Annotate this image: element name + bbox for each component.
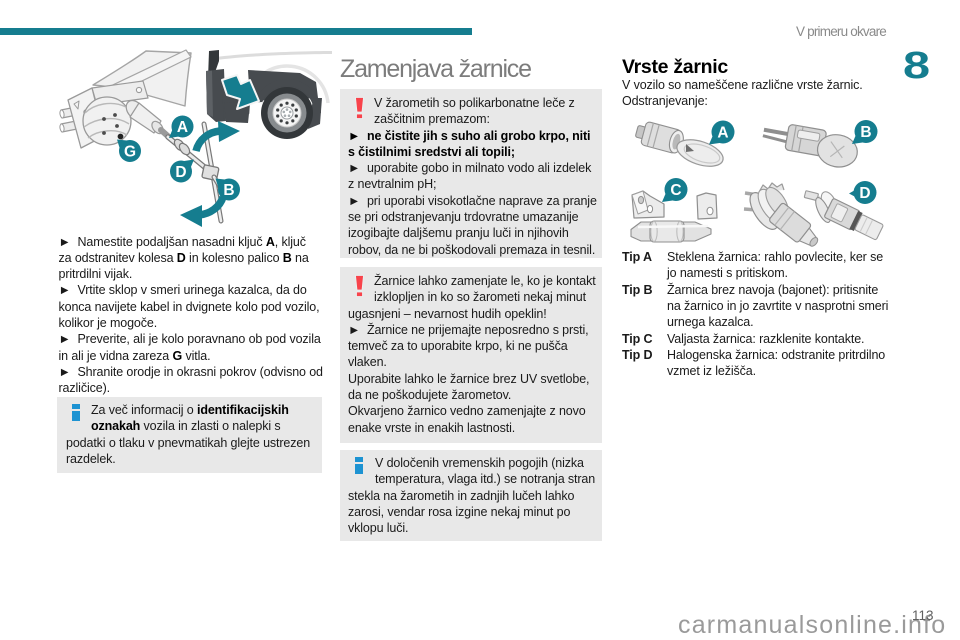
svg-text:D: D	[175, 164, 186, 181]
svg-text:A: A	[177, 119, 188, 136]
svg-text:G: G	[124, 144, 136, 161]
svg-text:D: D	[859, 185, 870, 202]
svg-text:A: A	[717, 125, 728, 142]
svg-text:B: B	[860, 124, 871, 141]
svg-text:C: C	[670, 182, 681, 199]
svg-text:B: B	[223, 182, 234, 199]
